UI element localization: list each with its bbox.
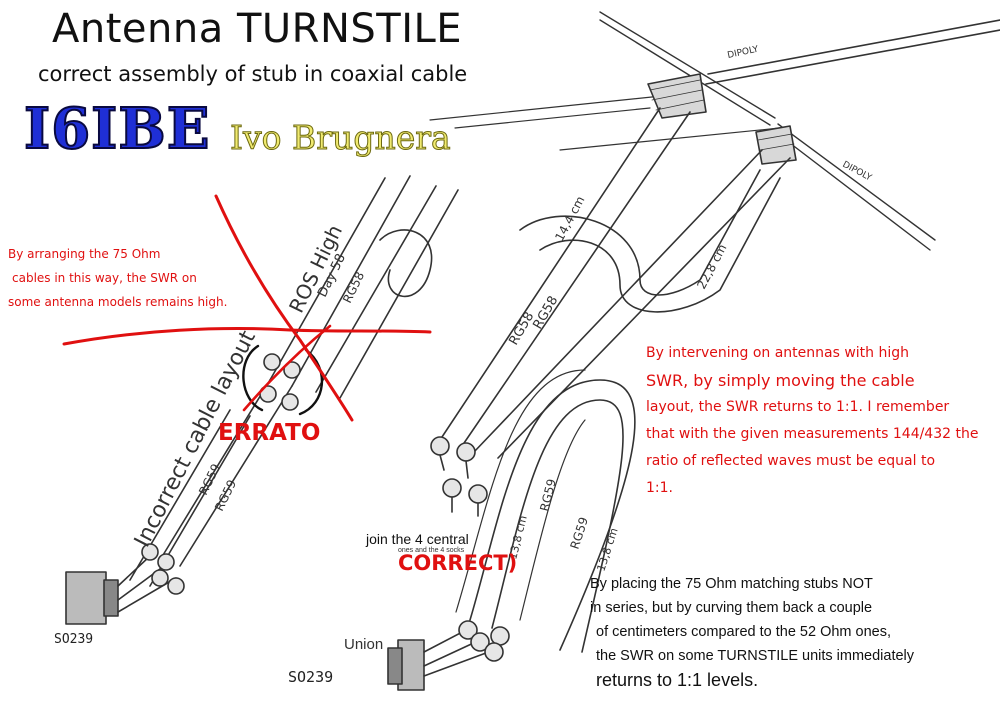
svg-text:RG59: RG59 — [568, 515, 591, 551]
so239-left-label: SO239 — [54, 632, 94, 647]
svg-text:RG58: RG58 — [530, 294, 561, 332]
svg-text:RG59: RG59 — [537, 477, 559, 512]
dipole-elements — [429, 11, 1000, 251]
svg-text:DIPOLY: DIPOLY — [727, 45, 760, 61]
dipole-label: DIPOLY — [727, 45, 760, 61]
so239-right-connector — [387, 620, 510, 691]
note-line: some antenna models remains high. — [8, 295, 228, 309]
svg-text:22,8 cm: 22,8 cm — [694, 242, 729, 292]
wrong-cable-bundle — [129, 175, 459, 587]
so239-right-label: SO239 — [288, 668, 334, 686]
join-sublabel: ones and the 4 socks — [398, 547, 465, 554]
so239-left-connector — [65, 543, 185, 625]
svg-text:13,8 cm: 13,8 cm — [594, 526, 620, 573]
note-line: in series, but by curving them back a co… — [590, 600, 873, 616]
author-name: Ivo Brugnera — [230, 118, 452, 158]
cable-label: RG58 — [530, 294, 561, 332]
red-cross-out — [62, 194, 432, 422]
note-line: By placing the 75 Ohm matching stubs NOT — [590, 576, 873, 592]
callsign: I6IBE — [23, 95, 211, 163]
note-line: By intervening on antennas with high — [646, 345, 910, 361]
length-label: 22,8 cm — [694, 242, 729, 292]
svg-text:RG59: RG59 — [212, 478, 239, 514]
correct-verdict: CORRECT) — [398, 551, 518, 575]
right-layout-note: By intervening on antennas with high SWR… — [646, 340, 978, 502]
note-line: returns to 1:1 levels. — [596, 670, 759, 690]
wrong-layout-note: By arranging the 75 Ohm cables in this w… — [8, 242, 227, 314]
bottom-note: By placing the 75 Ohm matching stubs NOT… — [590, 572, 914, 692]
cable-label: RG59 — [568, 515, 591, 551]
union-label: Union — [344, 636, 384, 653]
cable-label: RG59 — [537, 477, 559, 512]
page-subtitle: correct assembly of stub in coaxial cabl… — [38, 62, 468, 86]
note-line: that with the given measurements 144/432… — [646, 426, 979, 442]
note-line: layout, the SWR returns to 1:1. I rememb… — [646, 399, 950, 415]
note-line: the SWR on some TURNSTILE units immediat… — [596, 648, 915, 664]
note-line: cables in this way, the SWR on — [12, 271, 197, 285]
note-line: ratio of reflected waves must be equal t… — [646, 453, 936, 469]
join-label: join the 4 central — [366, 531, 469, 547]
note-line: of centimeters compared to the 52 Ohm on… — [596, 624, 891, 640]
cable-label: RG59 — [212, 478, 239, 514]
dipole-label: DIPOLY — [841, 160, 874, 184]
correct-cable-bundle — [430, 107, 791, 653]
note-line: SWR, by simply moving the cable — [646, 371, 915, 390]
svg-text:RG58: RG58 — [340, 270, 367, 306]
length-label: 13,8 cm — [594, 526, 620, 573]
note-line: 1:1. — [646, 480, 673, 496]
svg-text:DIPOLY: DIPOLY — [841, 160, 874, 184]
page-title: Antenna TURNSTILE — [52, 6, 463, 52]
note-line: By arranging the 75 Ohm — [8, 247, 161, 261]
errato-verdict: ERRATO — [218, 420, 321, 446]
cable-label: RG58 — [340, 270, 367, 306]
